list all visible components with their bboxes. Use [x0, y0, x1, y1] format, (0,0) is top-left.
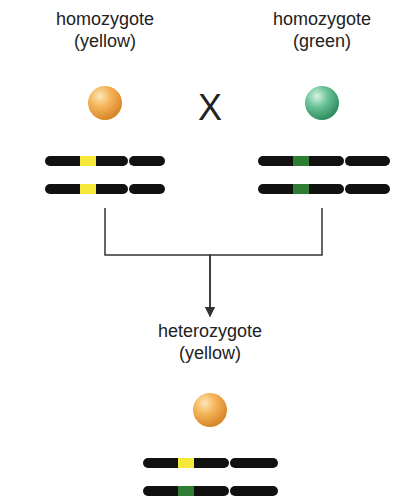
figure-label: homozygote (green): [273, 6, 371, 52]
figure-label: homozygote (yellow): [56, 6, 154, 52]
cross-symbol: X: [180, 88, 240, 128]
cross-arrow: [210, 208, 322, 316]
figure-label: heterozygote (yellow): [158, 318, 262, 364]
chromosome-pair: [258, 156, 390, 194]
offspring-figure: heterozygote (yellow): [135, 318, 285, 498]
chromosome-pair: [143, 458, 278, 496]
yellow-pea: [193, 393, 227, 427]
cross-arrow: [105, 208, 210, 316]
yellow-pea: [88, 86, 122, 120]
chromosome-pair: [45, 156, 165, 194]
parent-figure: homozygote (green): [252, 6, 392, 206]
green-pea: [305, 86, 339, 120]
parent-figure: homozygote (yellow): [35, 6, 175, 206]
